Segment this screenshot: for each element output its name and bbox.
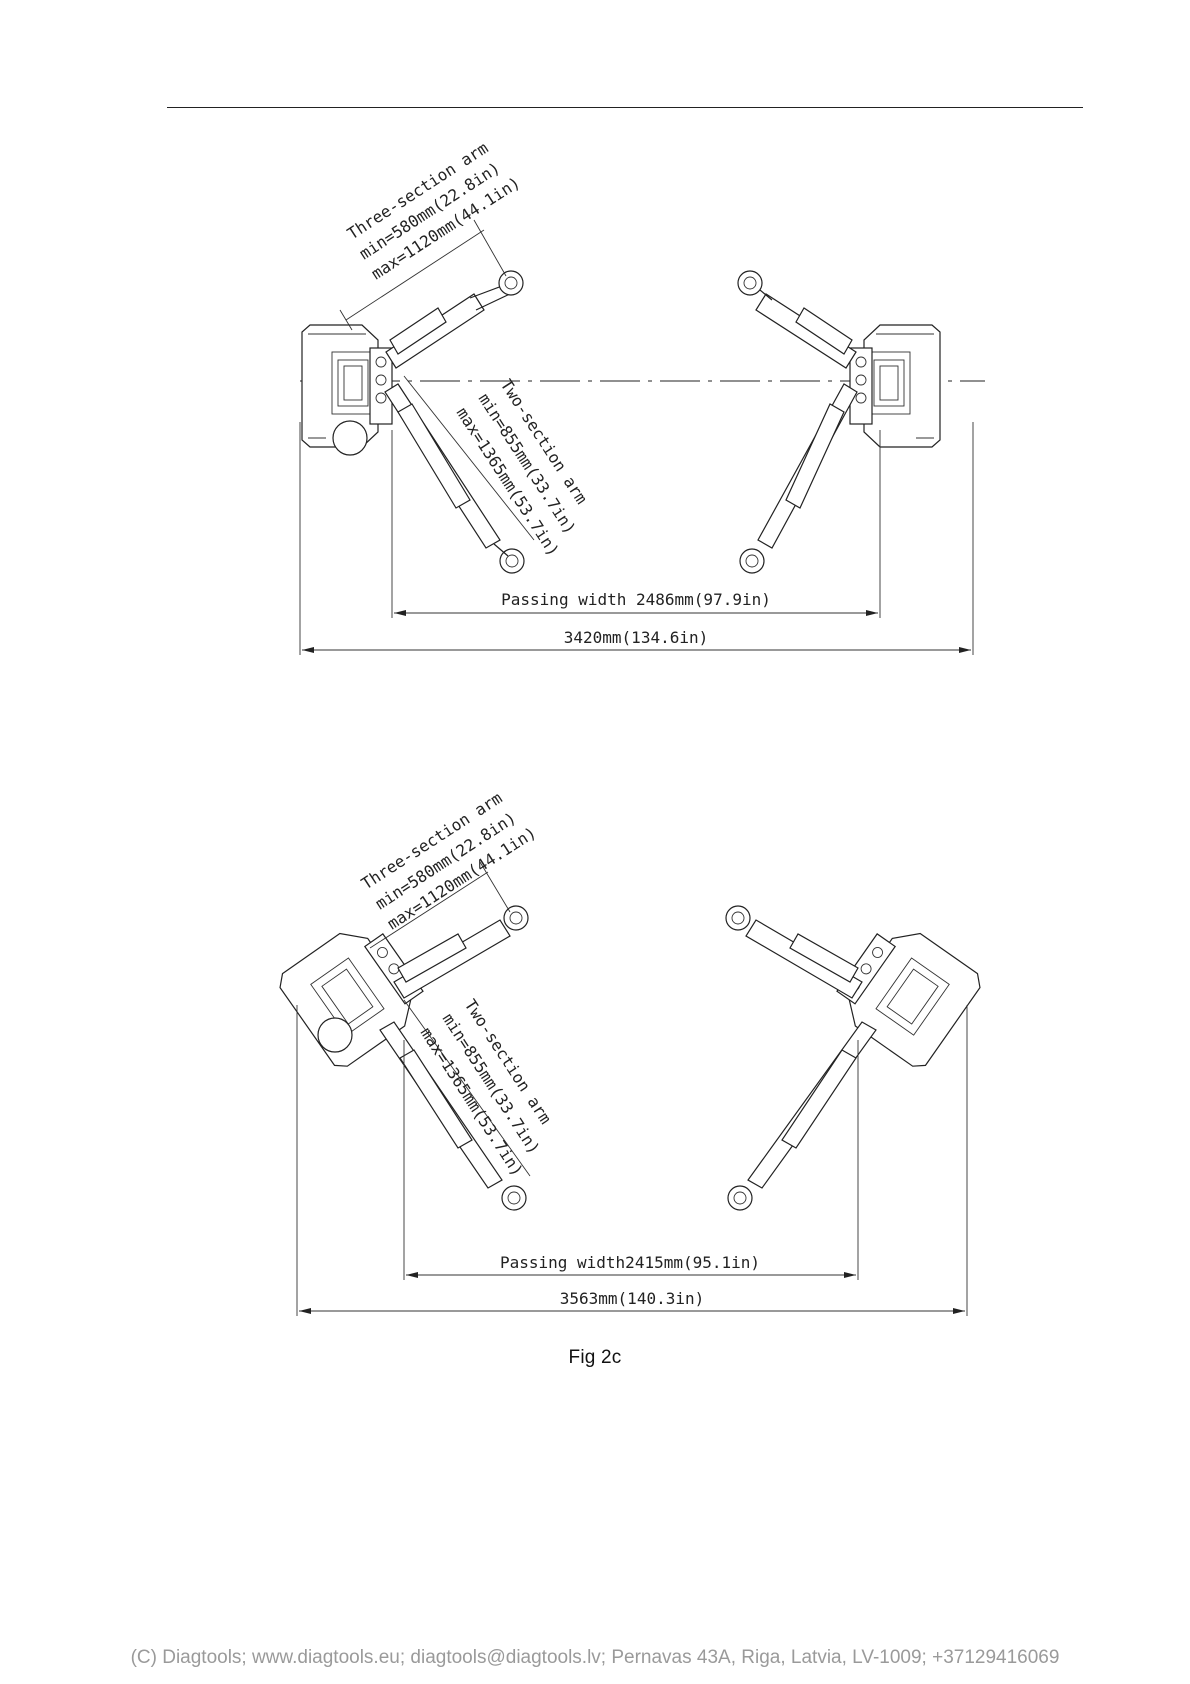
passing-width-label-b: Passing width2415mm(95.1in) <box>500 1253 760 1272</box>
footer-copyright: (C) Diagtools; www.diagtools.eu; diagtoo… <box>130 1647 1060 1668</box>
right-upper-arm-b <box>725 905 863 999</box>
overall-width-label-b: 3563mm(140.3in) <box>560 1289 705 1308</box>
header-rule <box>167 107 1083 108</box>
passing-width-dimension-b: Passing width2415mm(95.1in) <box>403 1040 859 1280</box>
overall-width-dimension: 3420mm(134.6in) <box>299 422 974 655</box>
left-upper-arm <box>385 270 524 369</box>
lift-diagram-straight: Three-section arm min=580mm(22.8in) max=… <box>299 138 985 655</box>
passing-width-label: Passing width 2486mm(97.9in) <box>501 590 771 609</box>
left-column <box>301 324 393 456</box>
right-lower-arm-b <box>727 1021 877 1211</box>
left-lower-arm <box>384 383 525 574</box>
overall-width-label: 3420mm(134.6in) <box>564 628 709 647</box>
overall-width-dimension-b: 3563mm(140.3in) <box>296 1005 968 1316</box>
right-upper-arm <box>737 270 857 369</box>
left-lower-arm-b <box>379 1021 527 1211</box>
right-lower-arm <box>739 383 858 574</box>
left-motor <box>317 1017 353 1053</box>
lift-diagram-asymmetric: Three-section arm min=580mm(22.8in) max=… <box>279 788 981 1316</box>
right-column <box>849 324 941 448</box>
passing-width-dimension: Passing width 2486mm(97.9in) <box>391 430 881 618</box>
figure-caption: Fig 2c <box>568 1347 622 1368</box>
left-upper-arm-b <box>393 905 529 999</box>
